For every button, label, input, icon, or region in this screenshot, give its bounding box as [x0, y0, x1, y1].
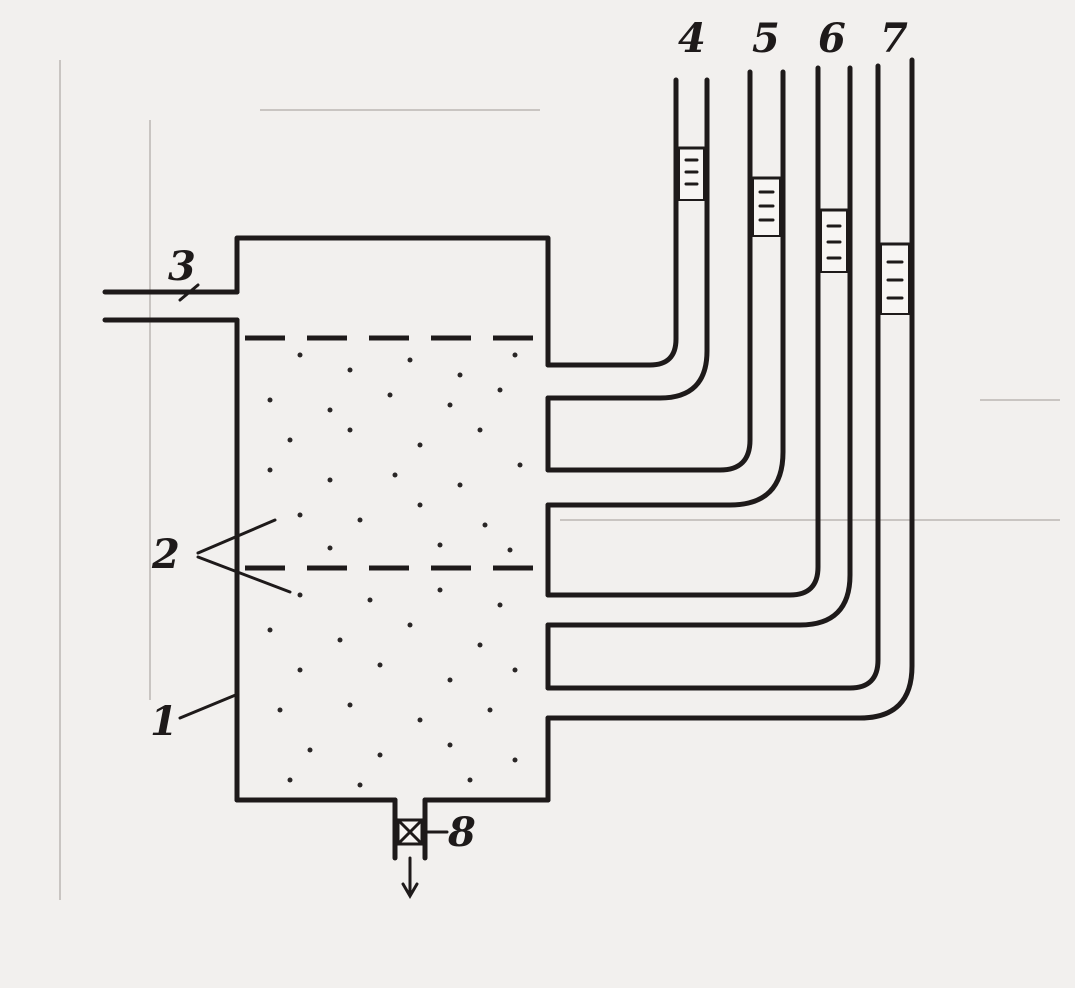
drain-valve [392, 797, 449, 861]
vessel-body [234, 235, 551, 803]
tube-scale-marks [684, 158, 904, 300]
label-grids: 2 [151, 531, 180, 578]
label-valve: 8 [447, 809, 476, 856]
label-tube-7: 7 [880, 15, 908, 62]
label-tube-6: 6 [818, 15, 846, 62]
label-tube-5: 5 [752, 15, 780, 62]
label-body: 1 [150, 698, 178, 745]
piezometer-tube-6 [545, 65, 853, 628]
distribution-grids [245, 335, 548, 571]
piezometer-tube-5 [545, 69, 786, 508]
granular-packing [267, 352, 523, 788]
label-inlet: 3 [168, 243, 196, 290]
piezometer-tube-7 [545, 57, 915, 721]
inlet-pipe [102, 289, 240, 323]
outflow-arrow [401, 856, 419, 899]
background-bleed [59, 60, 1060, 900]
piezometer-tube-4 [545, 77, 710, 401]
leader-lines [178, 283, 292, 720]
label-tube-4: 4 [678, 15, 706, 62]
